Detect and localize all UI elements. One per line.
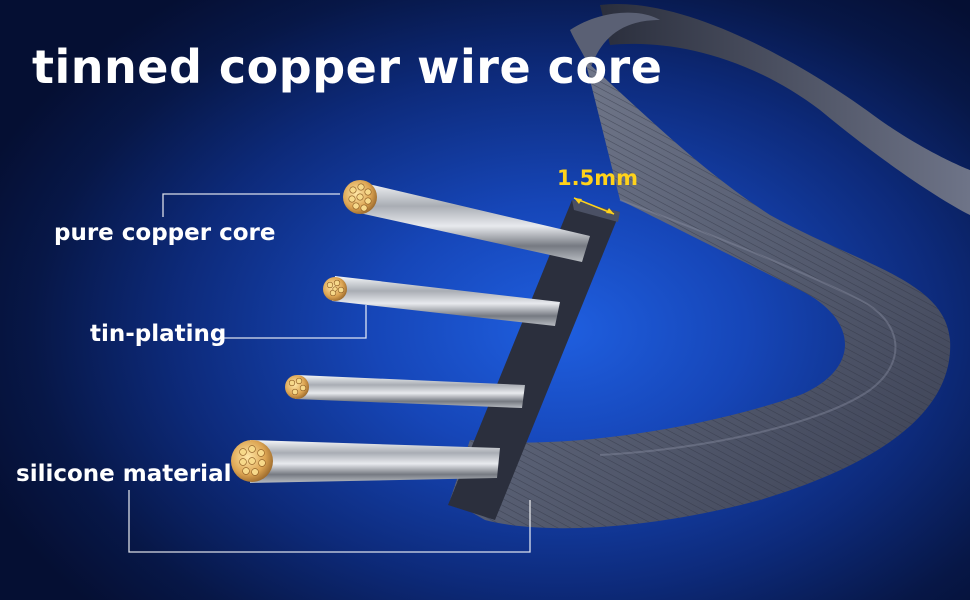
label-pure-copper-core: pure copper core	[54, 220, 276, 246]
callout-line-tin-plating	[224, 305, 367, 339]
callout-line-pure-copper	[162, 193, 340, 217]
wire-3	[285, 375, 525, 408]
flat-ribbon-body	[450, 60, 951, 529]
wire-4	[231, 440, 500, 483]
dimension-marker	[573, 197, 615, 215]
callout-lines	[128, 193, 531, 553]
page-title: tinned copper wire core	[32, 40, 663, 94]
callout-line-silicone	[128, 490, 531, 553]
wire-1	[343, 180, 590, 262]
ribbon-end-face	[448, 200, 620, 520]
dimension-label: 1.5mm	[557, 166, 638, 190]
ribbon-loop	[570, 3, 970, 216]
label-silicone-material: silicone material	[16, 461, 232, 487]
wire-2	[323, 276, 560, 326]
label-tin-plating: tin-plating	[90, 321, 227, 347]
copper-strands	[239, 183, 372, 476]
